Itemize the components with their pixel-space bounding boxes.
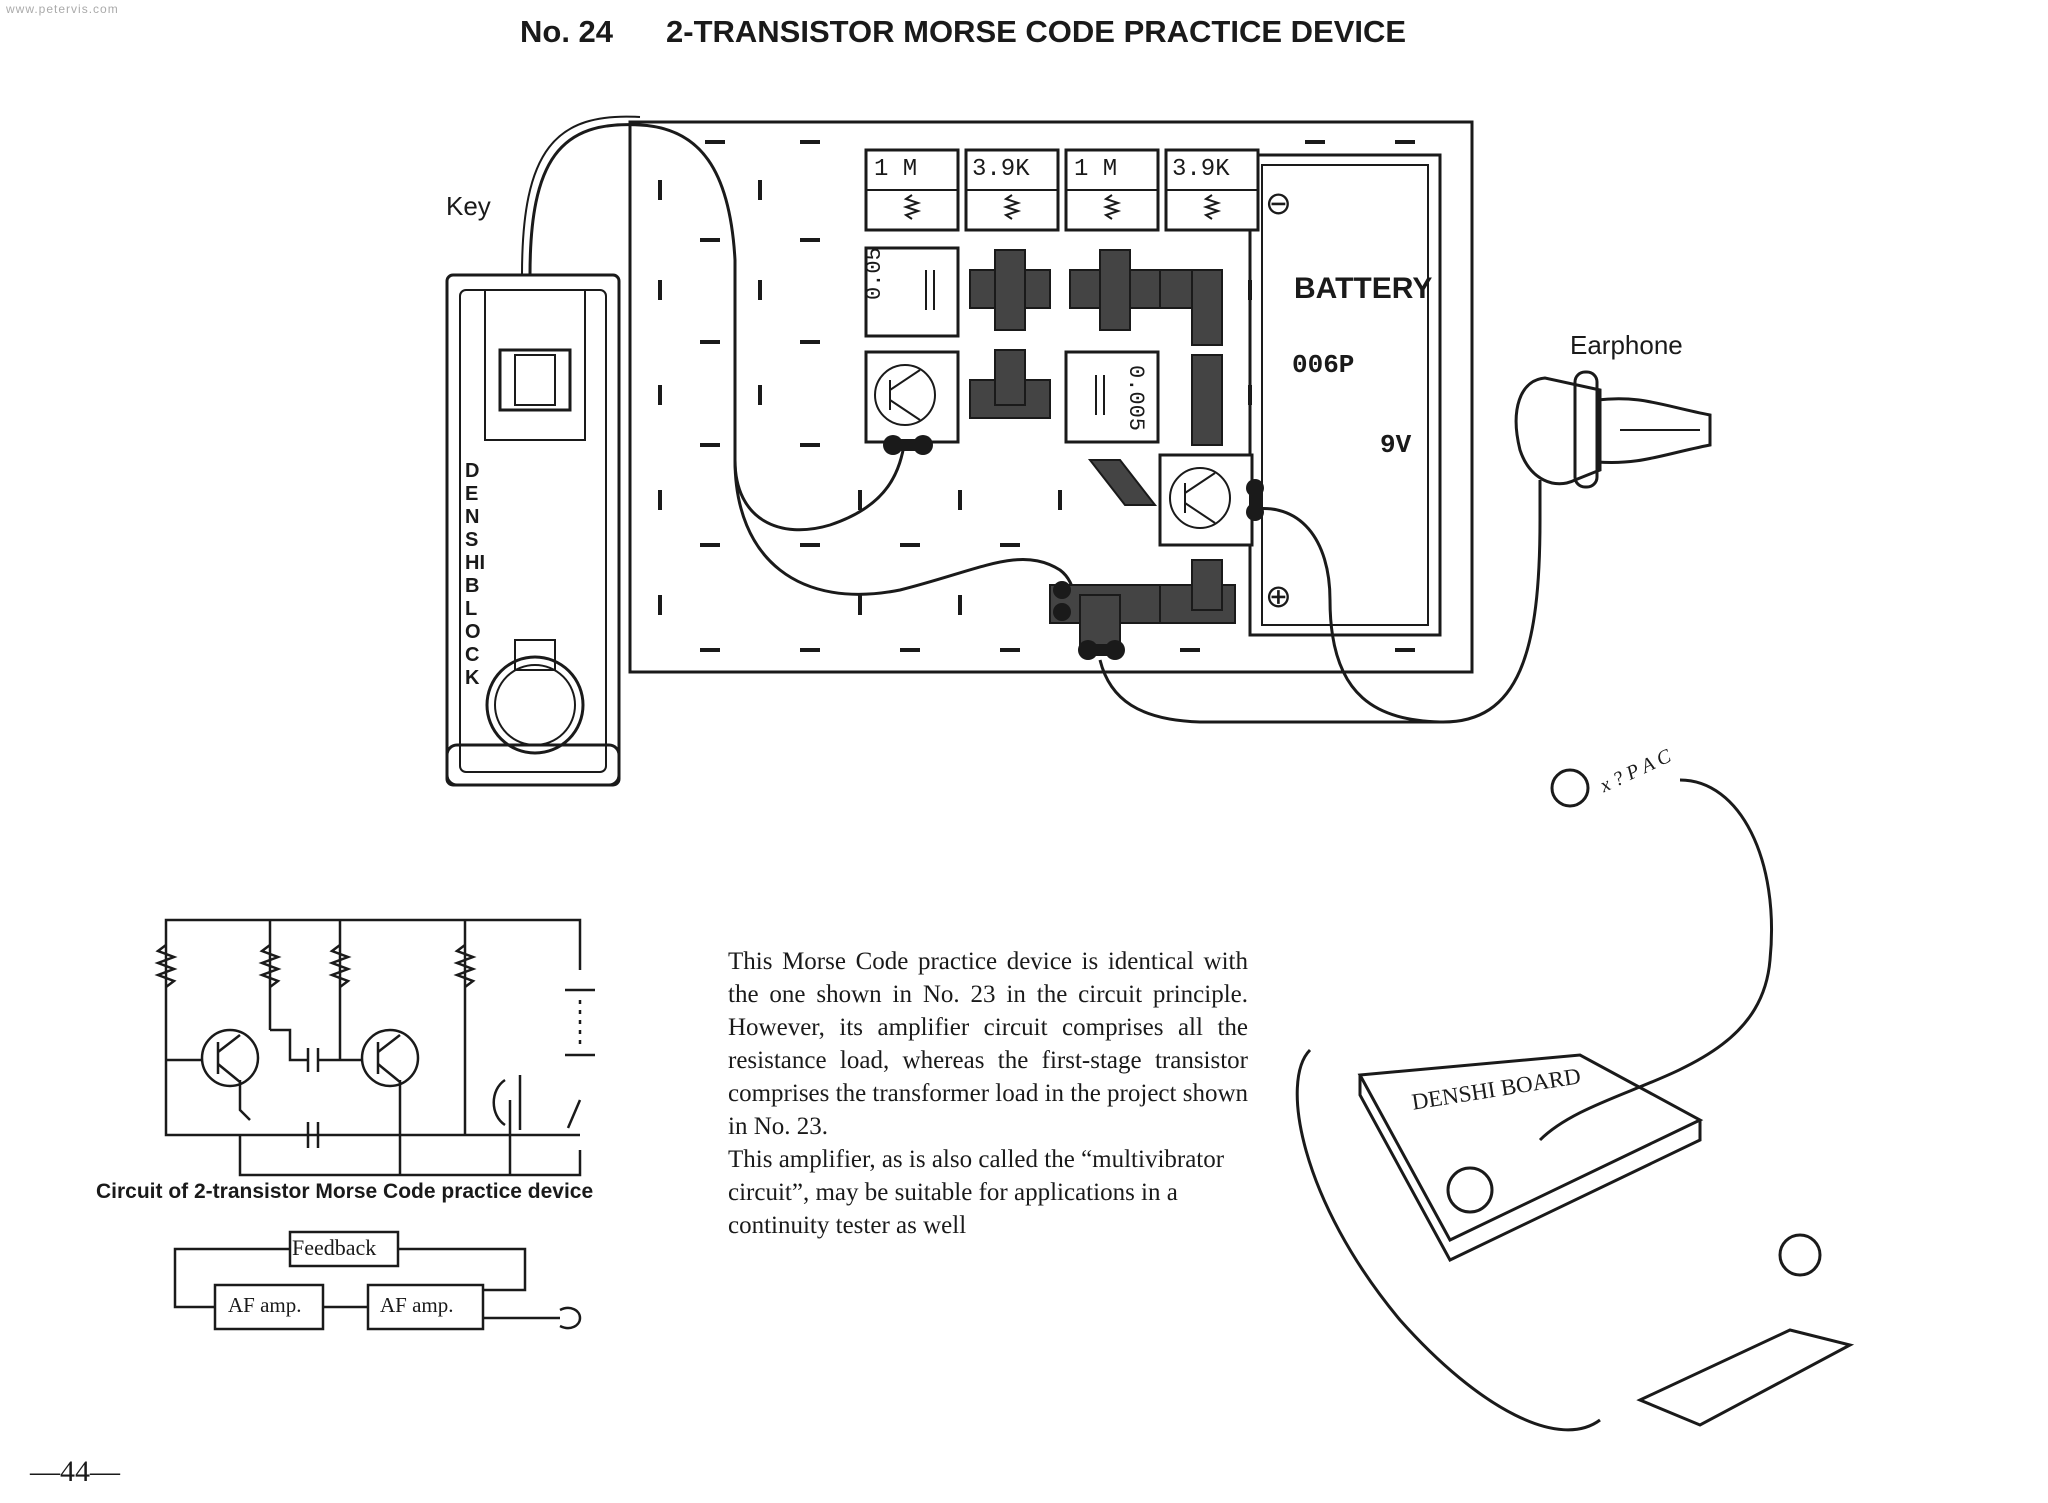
resistor-3-9k-label: 3.9K <box>972 156 1030 183</box>
battery-voltage: 9V <box>1380 430 1412 460</box>
feedback-label: Feedback <box>292 1235 377 1260</box>
description-paragraph-1: This Morse Code practice device is ident… <box>728 948 1248 1140</box>
earphone-illustration <box>1514 370 1712 489</box>
resistor-3-9k-label-2: 3.9K <box>1172 156 1230 183</box>
battery-plus-icon: ⊕ <box>1265 578 1292 614</box>
page-number: —44— <box>30 1455 120 1488</box>
description-paragraph-2: This amplifier, as is also called the “m… <box>728 1146 1225 1239</box>
key-label: Key <box>446 191 491 221</box>
project-title: 2-TRANSISTOR MORSE CODE PRACTICE DEVICE <box>666 14 1407 49</box>
battery-title: BATTERY <box>1294 272 1433 305</box>
battery-minus-icon: ⊖ <box>1265 185 1292 221</box>
af-amp-2-label: AF amp. <box>380 1293 454 1317</box>
watermark: www.petervis.com <box>6 2 119 16</box>
capacitor-0-05-label: 0.05 <box>862 247 887 300</box>
battery-type: 006P <box>1292 350 1355 380</box>
project-number: No. 24 <box>520 14 614 49</box>
earphone-label: Earphone <box>1570 330 1683 360</box>
resistor-1m-label-2: 1 M <box>1074 156 1118 183</box>
denshi-board-outline <box>628 120 1474 674</box>
schematic-caption: Circuit of 2-transistor Morse Code pract… <box>96 1180 594 1203</box>
af-amp-1-label: AF amp. <box>228 1293 302 1317</box>
key-block-text: DENSHI BLOCK <box>465 460 485 689</box>
capacitor-0-005-label: 0.005 <box>1123 365 1148 432</box>
circuit-schematic <box>154 918 595 1331</box>
description-text: This Morse Code practice device is ident… <box>728 945 1248 1242</box>
cartoon-board-illustration <box>1295 768 1855 1432</box>
resistor-1m-label: 1 M <box>874 156 918 183</box>
